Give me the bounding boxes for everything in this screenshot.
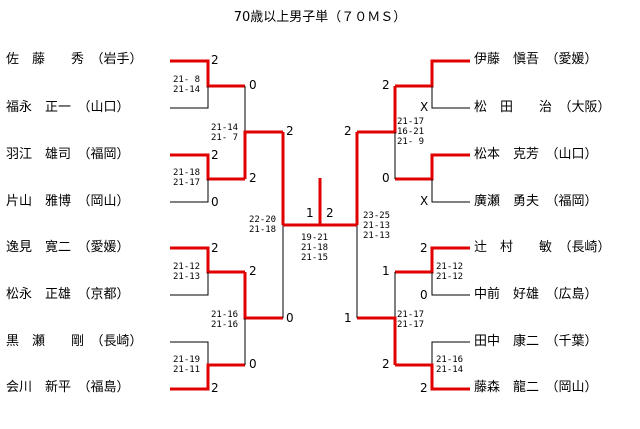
winner-line-23 bbox=[395, 363, 470, 391]
left-player-5: 逸見 寛二 （愛媛） bbox=[6, 240, 130, 255]
bracket-line-19 bbox=[431, 179, 470, 203]
final-score: 19-21 21-18 21-15 bbox=[301, 233, 329, 263]
left-r2-result: 0 bbox=[249, 357, 257, 371]
winner-line-20 bbox=[395, 246, 470, 274]
right-r3-score: 23-25 21-13 21-13 bbox=[363, 211, 391, 241]
left-r1-result: 2 bbox=[211, 148, 219, 162]
left-r1-result: 2 bbox=[211, 241, 219, 255]
left-r1-score-1: 21- 8 21-14 bbox=[173, 75, 201, 95]
bracket-line-17 bbox=[431, 86, 470, 109]
winner-line-16 bbox=[395, 59, 470, 88]
right-r3-result: 2 bbox=[344, 124, 352, 138]
left-r1-result: 0 bbox=[211, 195, 219, 209]
winner-line-9 bbox=[243, 130, 283, 179]
left-player-8: 会川 新平 （福島） bbox=[6, 380, 130, 395]
right-r2-result: 2 bbox=[382, 78, 390, 92]
left-r3-score: 22-20 21-18 bbox=[249, 215, 277, 235]
right-r1-result: 0 bbox=[420, 288, 428, 302]
right-r1-result: X bbox=[420, 194, 429, 208]
left-r1-result: 2 bbox=[211, 53, 219, 67]
winner-line-24 bbox=[357, 86, 397, 134]
left-r1-result: 2 bbox=[211, 381, 219, 395]
left-player-7: 黒 瀬 剛 （長崎） bbox=[6, 334, 143, 349]
left-r2-result: 2 bbox=[249, 264, 257, 278]
page-title: 70歳以上男子単（７０ＭＳ） bbox=[233, 10, 407, 25]
final-result-left: 1 bbox=[306, 206, 314, 220]
left-r2-result: 2 bbox=[249, 171, 257, 185]
right-player-6: 中前 好雄 （広島） bbox=[474, 287, 598, 302]
right-player-1: 伊藤 愼吾 （愛媛） bbox=[474, 52, 598, 67]
right-r2-result: 2 bbox=[382, 357, 390, 371]
winner-line-18 bbox=[395, 153, 470, 181]
right-r1-score-3: 21-12 21-12 bbox=[436, 262, 464, 282]
right-r2-result: 0 bbox=[382, 171, 390, 185]
left-player-2: 福永 正一 （山口） bbox=[6, 100, 130, 115]
left-player-6: 松永 正雄 （京都） bbox=[6, 287, 130, 302]
right-player-2: 松 田 治 （大阪） bbox=[474, 100, 611, 115]
right-r2-result: 1 bbox=[382, 264, 390, 278]
winner-line-27 bbox=[357, 316, 397, 365]
bracket-line-1 bbox=[170, 86, 209, 109]
right-player-3: 松本 克芳 （山口） bbox=[474, 147, 598, 162]
right-r1-result: 2 bbox=[420, 381, 428, 395]
winner-line-7 bbox=[170, 363, 245, 391]
right-player-4: 廣瀬 勇夫 （福岡） bbox=[474, 194, 598, 209]
left-r1-score-3: 21-12 21-13 bbox=[173, 262, 201, 282]
left-r2-score-1: 21-14 21- 7 bbox=[211, 123, 239, 143]
right-r1-result: X bbox=[420, 100, 429, 114]
left-player-1: 佐 藤 秀 （岩手） bbox=[6, 52, 143, 67]
right-r1-result: 2 bbox=[420, 241, 428, 255]
right-r3-result: 1 bbox=[344, 311, 352, 325]
winner-line-2 bbox=[170, 153, 245, 181]
bracket-line-3 bbox=[170, 179, 209, 203]
right-r2-score-1: 21-17 16-21 21- 9 bbox=[397, 117, 425, 147]
left-r1-score-4: 21-19 21-11 bbox=[173, 355, 201, 375]
left-r3-result: 0 bbox=[286, 311, 294, 325]
bracket-line-5 bbox=[170, 272, 209, 296]
winner-line-4 bbox=[170, 246, 245, 274]
winner-line-10 bbox=[243, 272, 283, 320]
bracket-line-22 bbox=[431, 341, 470, 365]
left-player-3: 羽江 雄司 （福岡） bbox=[6, 147, 130, 162]
bracket-line-6 bbox=[170, 341, 209, 365]
winner-line-0 bbox=[170, 59, 245, 88]
right-r2-score-2: 21-17 21-17 bbox=[397, 310, 425, 330]
right-player-5: 辻 村 敏 （長崎） bbox=[474, 240, 611, 255]
final-result-right: 2 bbox=[326, 206, 334, 220]
left-r3-result: 2 bbox=[286, 124, 294, 138]
left-player-4: 片山 雅博 （岡山） bbox=[6, 194, 130, 209]
left-r1-score-2: 21-18 21-17 bbox=[173, 168, 201, 188]
bracket-line-21 bbox=[431, 272, 470, 296]
left-r2-score-2: 21-16 21-16 bbox=[211, 310, 239, 330]
right-player-7: 田中 康二 （千葉） bbox=[474, 334, 598, 349]
right-r1-score-4: 21-16 21-14 bbox=[436, 355, 464, 375]
right-player-8: 藤森 龍二 （岡山） bbox=[474, 380, 598, 395]
left-r2-result: 0 bbox=[249, 78, 257, 92]
